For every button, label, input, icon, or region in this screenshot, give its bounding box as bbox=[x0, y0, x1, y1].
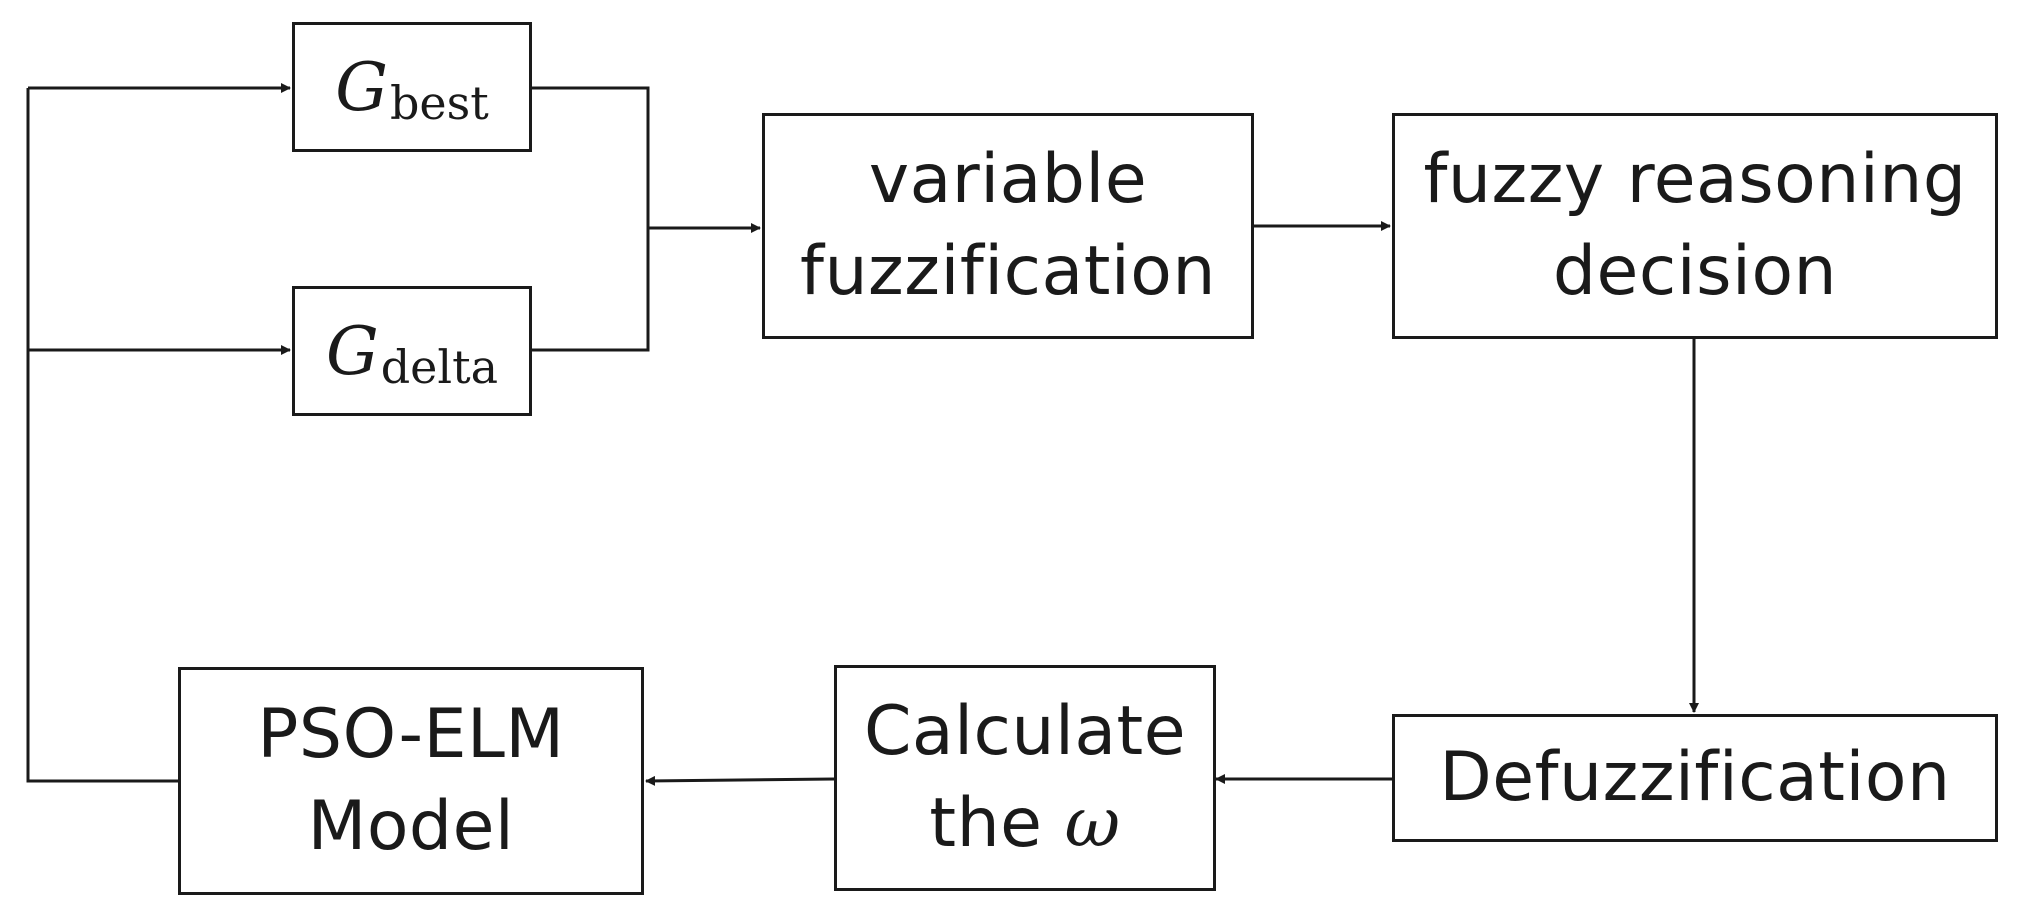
edge-gbest-to-merge bbox=[532, 86, 650, 228]
edge-calculate-to-model bbox=[645, 775, 835, 786]
defuzzification-label: Defuzzification bbox=[1439, 738, 1951, 817]
calculate-line2: the ω bbox=[929, 778, 1120, 870]
reasoning-line1: fuzzy reasoning bbox=[1423, 140, 1967, 219]
defuzzification-node: Defuzzification bbox=[1392, 714, 1998, 842]
gbest-symbol: G bbox=[335, 48, 388, 126]
gbest-subscript: best bbox=[389, 76, 489, 130]
edge-model-feedback bbox=[26, 88, 181, 783]
calculate-line1: Calculate bbox=[863, 692, 1187, 771]
fuzzification-line2: fuzzification bbox=[800, 232, 1216, 311]
calculate-node: Calculate the ω bbox=[834, 665, 1216, 891]
gdelta-symbol: G bbox=[325, 312, 379, 390]
model-line2: Model bbox=[307, 787, 515, 866]
pso-elm-model-node: PSO-ELM Model bbox=[178, 667, 644, 895]
reasoning-node: fuzzy reasoning decision bbox=[1392, 113, 1998, 339]
edge-gdelta-to-merge bbox=[532, 228, 650, 352]
calculate-line2-prefix: the bbox=[929, 784, 1065, 863]
gdelta-subscript: delta bbox=[380, 340, 499, 394]
fuzzification-line1: variable bbox=[868, 140, 1148, 219]
reasoning-line2: decision bbox=[1552, 232, 1838, 311]
model-line1: PSO-ELM bbox=[257, 695, 565, 774]
omega-symbol: ω bbox=[1064, 784, 1121, 863]
fuzzification-node: variable fuzzification bbox=[762, 113, 1254, 339]
